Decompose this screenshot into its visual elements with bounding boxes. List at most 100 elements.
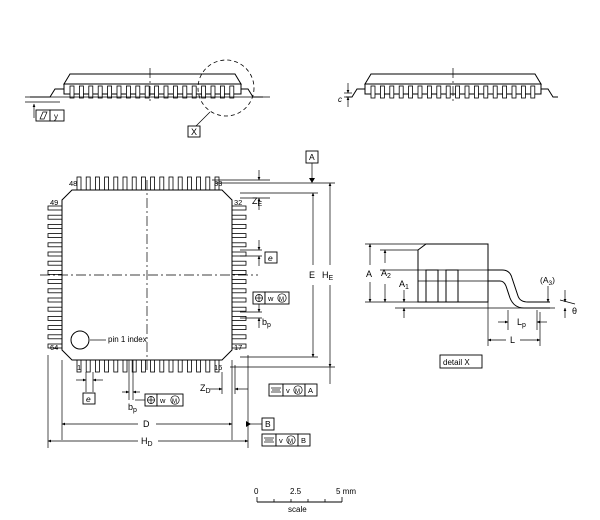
lead-left [47,269,63,275]
lead-left [47,325,63,331]
lead-top [95,176,100,191]
side-lead [191,85,197,99]
tol-m-b: M [288,439,293,445]
tol-v-a: v [286,386,290,395]
dim-zd-label: ZD [200,383,211,395]
lead-left [47,297,63,303]
side-lead [79,85,84,99]
tol-m-right: M [279,297,284,303]
pin-number-64: 64 [50,343,58,352]
lead-top [113,176,119,191]
pin-number-16: 16 [214,363,222,372]
side-lead [97,85,103,99]
lead-bottom [85,359,91,373]
dim-D-label: D [143,419,150,429]
lead-left [47,233,63,239]
tol-v-b: v [279,436,283,445]
lead-bottom [168,359,174,373]
side-lead [182,85,188,99]
lead-left [47,288,63,294]
lead-top [122,176,128,191]
lead-left [47,260,63,266]
end-lead [502,85,508,99]
end-lead [483,85,489,99]
lead-left [47,279,63,285]
lead-bottom [150,359,156,373]
lead-right [231,251,247,257]
side-lead [154,85,160,99]
lead-left [47,306,63,312]
lead-bottom [113,359,119,373]
side-lead [210,85,216,99]
end-lead [530,85,536,99]
lead-right [231,315,247,321]
lead-right [231,242,247,248]
pin-number-1: 1 [77,363,81,372]
side-lead [201,85,207,99]
end-lead [464,85,470,99]
datum-a-label: A [309,152,315,162]
dim-e-bottom-label: e [86,394,91,404]
detail-ref-label: X [191,127,197,137]
lead-right [231,233,247,239]
lead-left [47,242,63,248]
side-lead [88,85,94,99]
end-lead [389,85,395,99]
lead-right [231,325,247,331]
scale-tick-0: 0 [254,487,259,496]
lead-right [231,306,247,312]
leads-left [47,205,63,349]
lead-top [140,176,146,191]
dim-A-label: A [366,269,372,279]
lead-bottom [159,359,165,373]
lead-right [231,297,247,303]
pin-number-33: 33 [214,179,222,188]
side-lead [116,85,122,99]
dim-bp-bottom-label: bp [128,402,137,414]
lead-top [196,176,202,191]
lead-top [168,176,174,191]
end-lead [370,85,376,99]
lead-top [150,176,156,191]
dim-Lp-label: Lp [517,317,526,329]
detail-x-view: A A2 A1 (A3) θ Lp L detail X [365,243,577,369]
scale-tick-mid: 2.5 [290,487,302,496]
scale-tick-max: 5 mm [336,487,356,496]
leads-bottom [76,359,220,373]
lead-bottom [205,359,211,373]
pin1-index-mark [70,330,90,350]
dim-E-label: E [309,270,315,280]
lead-top [104,176,109,191]
end-lead [417,85,423,99]
side-lead [69,85,75,99]
dim-ze-label: ZE [252,196,263,208]
end-view: c [338,68,558,107]
dim-e-right-label: e [268,253,273,263]
lead-bottom [104,359,109,373]
lead-top [205,176,211,191]
side-lead [219,85,225,99]
end-view-leads [370,85,536,99]
detail-x-caption-box [439,354,483,369]
pin-number-17: 17 [234,343,242,352]
lead-left [47,223,63,229]
dim-A3-label: (A3) [540,275,555,287]
detail-x-circle [197,59,255,117]
pin-number-48: 48 [69,179,77,188]
end-lead [521,85,526,99]
pin1-index-label: pin 1 index [108,335,147,344]
lead-right [231,288,247,294]
lead-top [159,176,165,191]
dim-A1-label: A1 [399,279,409,291]
pin-number-49: 49 [50,198,58,207]
end-lead [436,85,442,99]
side-lead [135,85,141,99]
side-lead [126,85,131,99]
dim-A2-label: A2 [381,268,391,280]
lead-top [85,176,91,191]
lead-top [76,176,82,191]
tol-w-bottom: w [159,396,166,405]
end-lead [473,85,479,99]
tol-ref-b: B [301,436,306,445]
